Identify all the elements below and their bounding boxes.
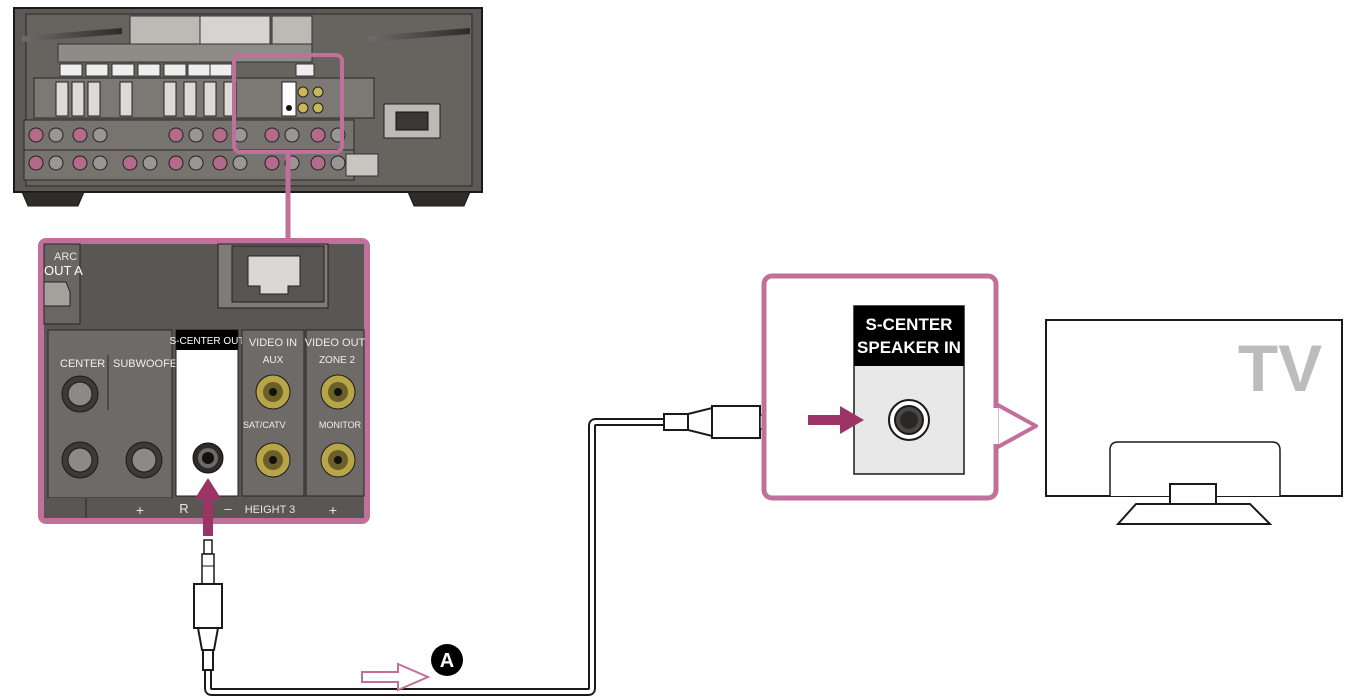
s-center-out-label: S-CENTER OUT [170, 336, 245, 347]
video-in-label: VIDEO IN [249, 337, 297, 349]
tv-input-zoom-panel: S-CENTER SPEAKER IN [761, 273, 1038, 501]
receiver-zoom-panel: ARC OUT A CENTER SUBWOOFER S-CENTER OUT [38, 238, 370, 524]
monitor-video-jack [320, 442, 356, 478]
arc-label: ARC [54, 251, 77, 263]
antenna-left [22, 28, 122, 42]
sat-catv-label: SAT/CATV [243, 420, 286, 430]
monitor-label: MONITOR [319, 420, 362, 430]
plus-left-label: + [136, 502, 144, 518]
r-label: R [179, 501, 188, 516]
speaker-terminal-right [125, 441, 163, 479]
speaker-terminal-left [61, 441, 99, 479]
minus-label: – [224, 501, 232, 516]
antenna-right [368, 28, 470, 42]
zone2-label: ZONE 2 [319, 355, 356, 366]
zone2-video-jack [320, 374, 356, 410]
out-a-label: OUT A [44, 263, 83, 278]
center-label: CENTER [60, 358, 105, 370]
tv-stand-base [1115, 503, 1273, 525]
sat-catv-video-jack [255, 442, 291, 478]
mini-jack-plug-receiver-end [193, 539, 223, 671]
insert-arrow-tv [808, 406, 864, 434]
callout-a-badge: A [431, 644, 463, 676]
video-out-label: VIDEO OUT [305, 337, 366, 349]
s-center-out-jack [192, 442, 224, 474]
s-center-speaker-in-label-line1: S-CENTER [866, 315, 953, 334]
aux-label: AUX [263, 355, 284, 366]
signal-direction-arrow [361, 662, 431, 692]
aux-video-jack [255, 374, 291, 410]
insert-arrow-receiver [194, 478, 222, 536]
s-center-speaker-in-jack [888, 399, 930, 441]
tv: TV [1045, 319, 1343, 525]
lan-port-icon [247, 255, 301, 295]
height3-label: HEIGHT 3 [245, 504, 296, 516]
s-center-speaker-in-label-line2: SPEAKER IN [857, 338, 961, 357]
av-receiver [13, 7, 483, 207]
tv-stand-back [1109, 441, 1281, 496]
tv-label: TV [1238, 331, 1322, 405]
plus-right-label: + [329, 502, 337, 518]
callout-a-label: A [440, 650, 454, 672]
subwoofer-label: SUBWOOFER [113, 358, 185, 370]
center-jack [61, 375, 99, 413]
